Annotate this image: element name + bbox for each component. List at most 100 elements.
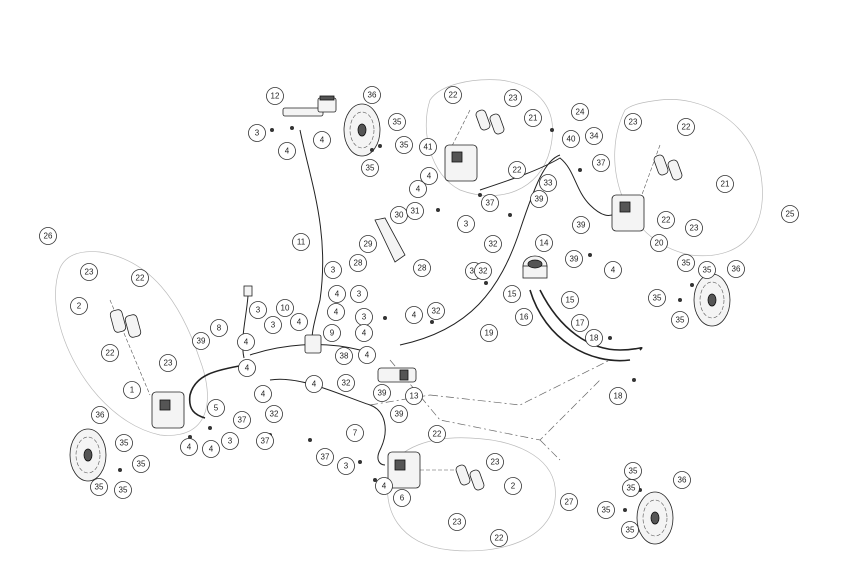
callout-21: 21	[716, 175, 734, 193]
callout-35: 35	[648, 289, 666, 307]
callout-35: 35	[624, 462, 642, 480]
callout-label: 23	[164, 359, 173, 368]
brake-pipe-19	[399, 154, 561, 346]
callout-2: 2	[70, 297, 88, 315]
callout-label: 4	[285, 147, 290, 156]
callout-21: 21	[524, 109, 542, 127]
callout-label: 37	[486, 199, 495, 208]
callout-4: 4	[355, 324, 373, 342]
callout-22: 22	[508, 161, 526, 179]
callout-label: 23	[509, 94, 518, 103]
callout-36: 36	[727, 260, 745, 278]
callout-label: 22	[106, 349, 115, 358]
callout-4: 4	[238, 359, 256, 377]
brake-disc-36-right	[693, 273, 731, 327]
brake-disc-36-left	[69, 428, 107, 482]
callout-label: 32	[432, 307, 441, 316]
callout-label: 6	[400, 494, 405, 503]
callout-label: 8	[217, 324, 222, 333]
callout-3: 3	[249, 301, 267, 319]
callout-41: 41	[419, 138, 437, 156]
callout-label: 4	[365, 351, 370, 360]
hose-11	[299, 129, 324, 341]
callout-label: 3	[362, 313, 367, 322]
callout-29: 29	[359, 235, 377, 253]
callout-label: 35	[627, 484, 636, 493]
callout-22: 22	[428, 425, 446, 443]
callout-label: 35	[602, 506, 611, 515]
callout-35: 35	[361, 159, 379, 177]
callout-label: 23	[85, 268, 94, 277]
callout-label: 23	[690, 224, 699, 233]
callout-1: 1	[123, 381, 141, 399]
callout-12: 12	[266, 87, 284, 105]
callout-label: 26	[44, 232, 53, 241]
callout-22: 22	[101, 344, 119, 362]
callout-label: 35	[366, 164, 375, 173]
callout-4: 4	[375, 477, 393, 495]
callout-22: 22	[657, 211, 675, 229]
callout-label: 40	[567, 135, 576, 144]
callout-label: 1	[130, 386, 135, 395]
callout-label: 23	[629, 118, 638, 127]
callout-3: 3	[221, 432, 239, 450]
callout-32: 32	[337, 374, 355, 392]
brake-pads-2-left	[109, 309, 142, 338]
callout-label: 4	[611, 266, 616, 275]
callout-label: 4	[261, 390, 266, 399]
callout-9: 9	[323, 324, 341, 342]
callout-label: 37	[321, 453, 330, 462]
callout-label: 35	[653, 294, 662, 303]
callout-4: 4	[313, 131, 331, 149]
callout-label: 4	[245, 364, 250, 373]
callout-label: 4	[297, 318, 302, 327]
callout-18: 18	[609, 387, 627, 405]
callout-35: 35	[132, 455, 150, 473]
callout-label: 39	[197, 337, 206, 346]
group-outline-27	[387, 437, 556, 552]
callout-33: 33	[539, 174, 557, 192]
caliper-6	[387, 451, 421, 489]
callout-label: 4	[320, 136, 325, 145]
callout-label: 39	[535, 195, 544, 204]
callout-label: 35	[393, 118, 402, 127]
brake-disc-36-bottom	[636, 491, 674, 545]
callout-label: 14	[540, 239, 549, 248]
callout-label: 3	[344, 462, 349, 471]
callout-label: 39	[570, 255, 579, 264]
callout-label: 35	[682, 259, 691, 268]
callout-35: 35	[388, 113, 406, 131]
callout-label: 38	[340, 352, 349, 361]
callout-3: 3	[350, 285, 368, 303]
callout-label: 3	[331, 266, 336, 275]
callout-label: 35	[95, 483, 104, 492]
callout-label: 35	[703, 266, 712, 275]
caliper-20	[611, 194, 645, 232]
callout-39: 39	[390, 405, 408, 423]
callout-label: 4	[209, 445, 214, 454]
callout-label: 25	[786, 210, 795, 219]
callout-23: 23	[624, 113, 642, 131]
callout-36: 36	[363, 86, 381, 104]
callout-35: 35	[622, 479, 640, 497]
callout-22: 22	[444, 86, 462, 104]
callout-label: 35	[626, 526, 635, 535]
brake-pads-2-bottom	[455, 464, 485, 491]
callout-32: 32	[427, 302, 445, 320]
callout-label: 30	[395, 211, 404, 220]
callout-label: 5	[214, 404, 219, 413]
callout-label: 36	[368, 91, 377, 100]
callout-label: 4	[187, 443, 192, 452]
callout-4: 4	[420, 167, 438, 185]
callout-label: 4	[334, 308, 339, 317]
callout-35: 35	[698, 261, 716, 279]
callout-2: 2	[504, 477, 522, 495]
callout-23: 23	[80, 263, 98, 281]
callout-22: 22	[131, 269, 149, 287]
bracket-29	[374, 217, 406, 263]
callout-label: 2	[511, 482, 516, 491]
callout-4: 4	[405, 306, 423, 324]
callout-28: 28	[413, 259, 431, 277]
group-outline-26	[55, 251, 208, 436]
